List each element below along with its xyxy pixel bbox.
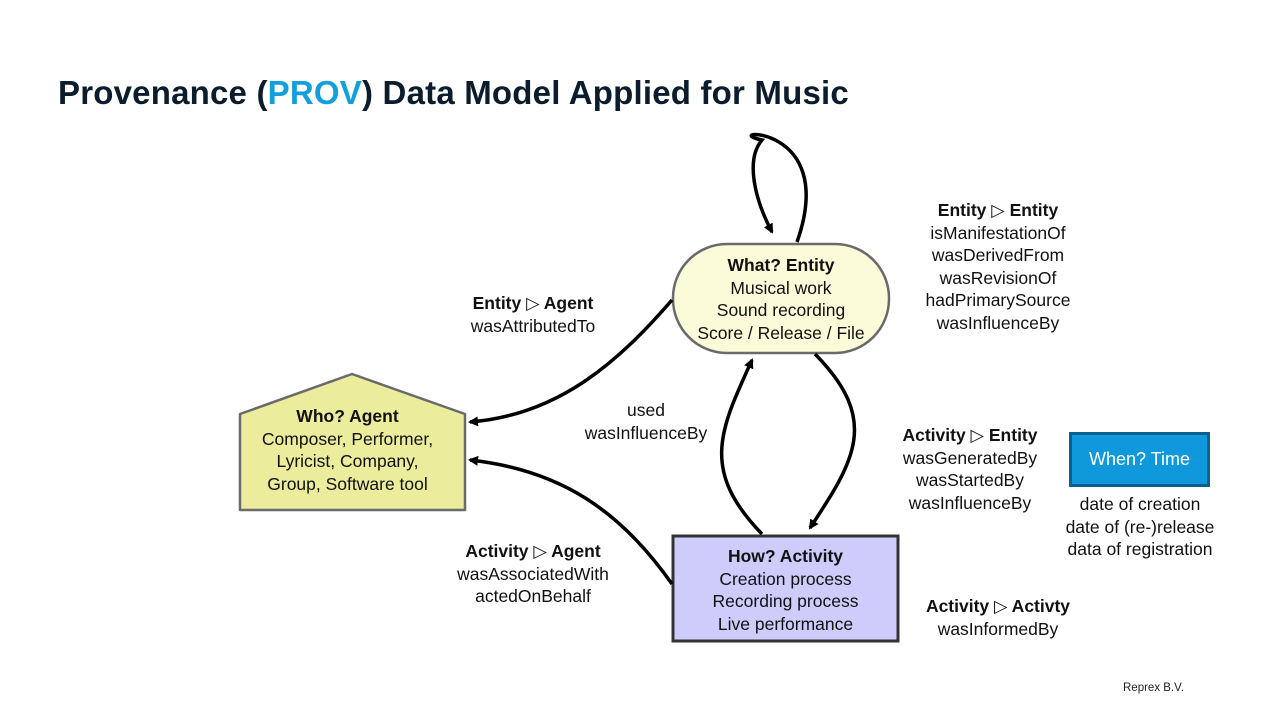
rel-activity-agent: Activity ▷ Agent wasAssociatedWith acted… xyxy=(457,541,609,606)
agent-node xyxy=(238,372,467,512)
footer-credit: Reprex B.V. xyxy=(1123,682,1184,694)
edge-entity-to-activity xyxy=(808,352,857,530)
entity-label: What? Entity Musical work Sound recordin… xyxy=(697,255,865,343)
edge-activity-to-entity xyxy=(719,358,764,536)
rel-entity-entity: Entity ▷ Entity isManifestationOf wasDer… xyxy=(925,200,1071,333)
agent-label: Who? Agent Composer, Performer, Lyricist… xyxy=(261,406,434,494)
edge-activity-to-agent xyxy=(468,455,674,586)
rel-activity-activity: Activity ▷ Activty wasInformedBy xyxy=(925,596,1071,639)
rel-used: used wasInfluenceBy xyxy=(584,400,708,443)
activity-label: How? Activity Creation process Recording… xyxy=(712,546,859,634)
activity-node xyxy=(671,534,900,643)
time-node: When? Time xyxy=(1069,432,1210,487)
entity-node xyxy=(671,242,891,355)
rel-entity-agent: Entity ▷ Agent wasAttributedTo xyxy=(470,293,596,336)
rel-activity-entity: Activity ▷ Entity wasGeneratedBy wasStar… xyxy=(902,425,1038,513)
edge-entity-to-agent xyxy=(468,298,674,427)
time-details: date of creation date of (re-)release da… xyxy=(1065,494,1215,559)
edge-entity-self-loop xyxy=(749,132,808,243)
title-accent: PROV xyxy=(267,74,362,111)
page-title: Provenance (PROV) Data Model Applied for… xyxy=(58,74,849,111)
